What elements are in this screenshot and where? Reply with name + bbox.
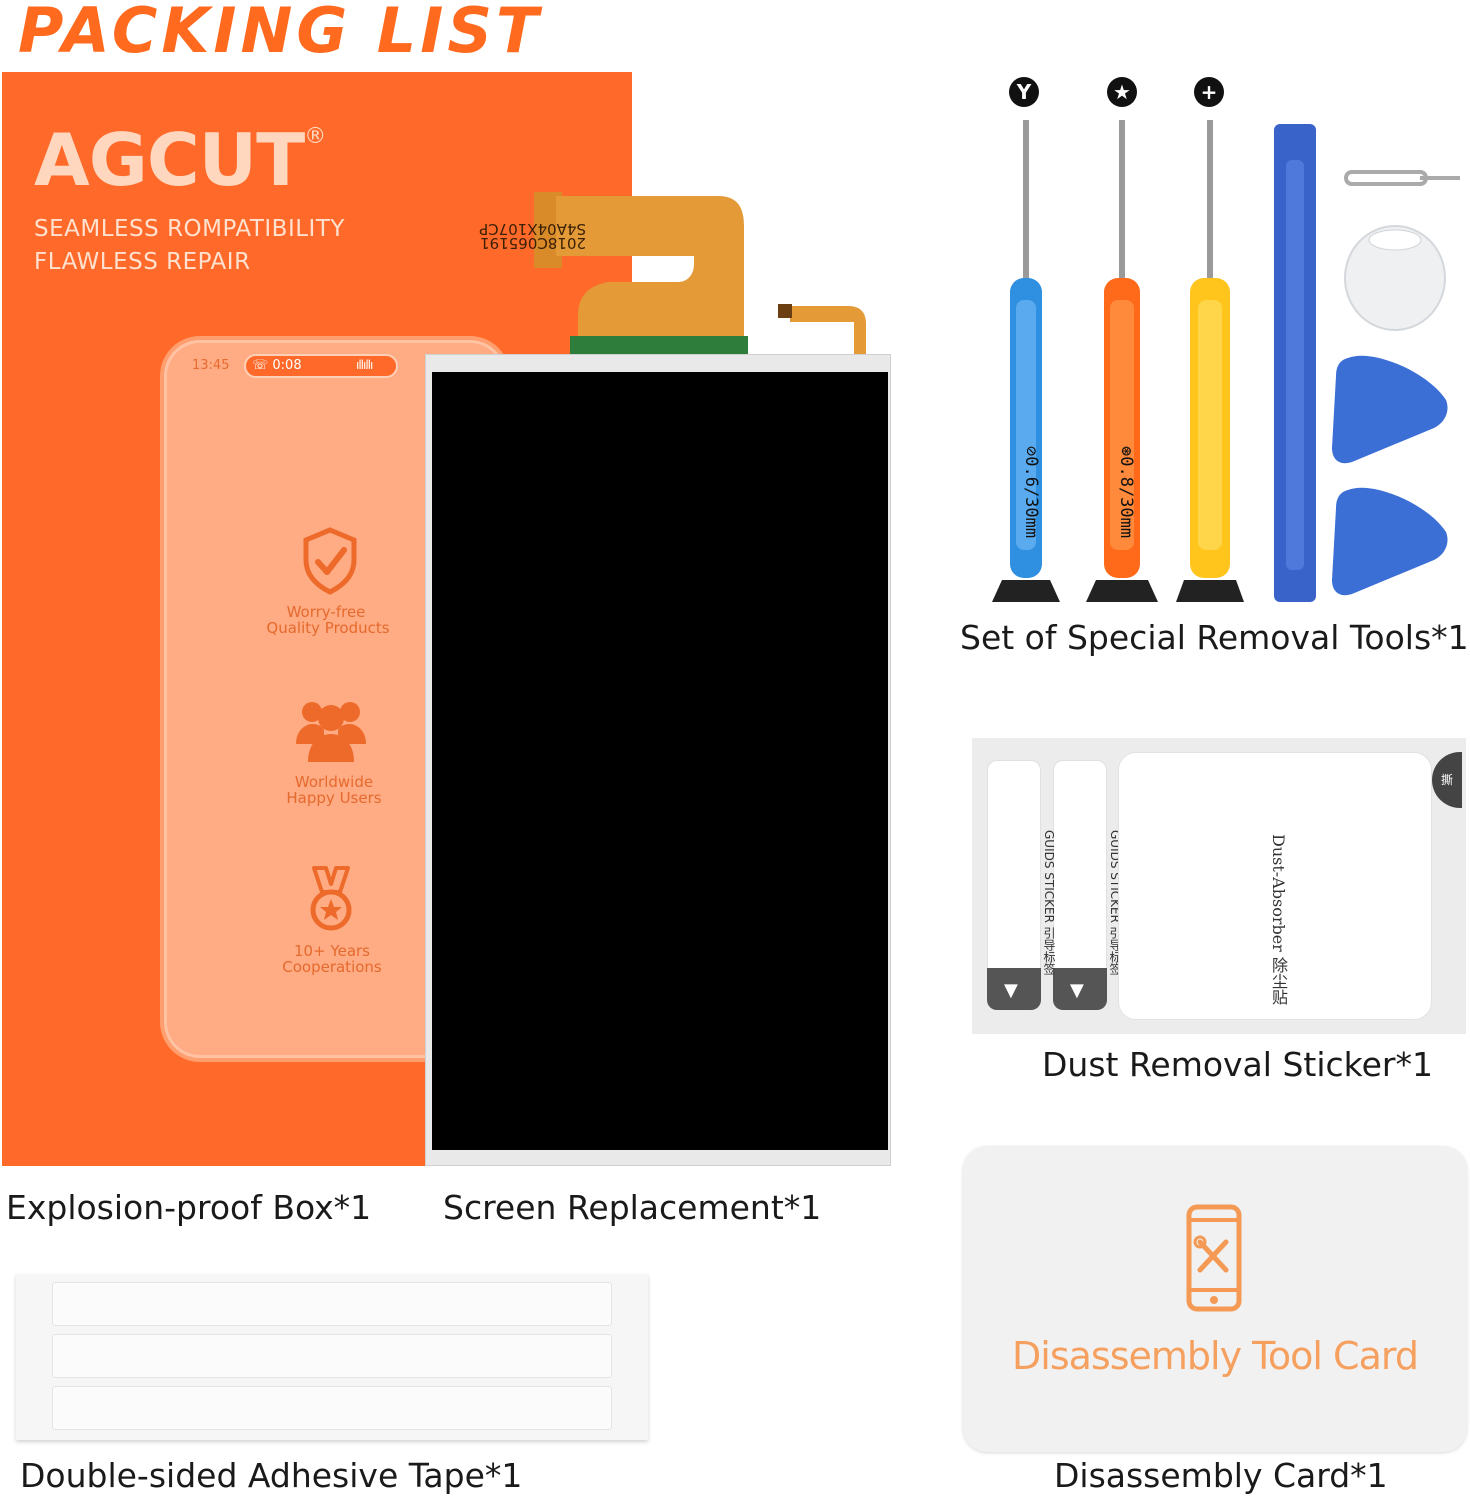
- caption-screen: Screen Replacement*1: [443, 1188, 822, 1227]
- sound-wave-icon: ıllıllı: [356, 358, 373, 372]
- lcd-panel: [432, 372, 888, 1150]
- brand-name: AGCUT: [34, 118, 305, 202]
- pry-pick-1: [1332, 355, 1448, 464]
- star-screwdriver: [1086, 120, 1158, 602]
- flex-code-1: 2018C065191: [480, 234, 586, 252]
- driver-1-size-label: ⊘0.6/30mm: [1021, 446, 1041, 539]
- registered-mark: ®: [304, 124, 326, 149]
- caption-tools: Set of Special Removal Tools*1: [960, 618, 1469, 657]
- feature-2-line2: Happy Users: [286, 789, 382, 807]
- phillips-bit-icon: +: [1194, 77, 1224, 107]
- card-title: Disassembly Tool Card: [1012, 1334, 1419, 1378]
- y-screwdriver: [992, 120, 1060, 602]
- page-title: PACKING LIST: [18, 0, 543, 67]
- box-tagline-1: SEAMLESS ROMPATIBILITY: [34, 216, 345, 242]
- dust-absorber: [1118, 752, 1432, 1020]
- shield-check-icon: [303, 527, 357, 595]
- phone-call-pill: [244, 354, 398, 378]
- medal-icon: [310, 866, 352, 931]
- flex-code-2: S4A04X107CP: [479, 220, 586, 238]
- feature-3-line2: Cooperations: [282, 958, 382, 976]
- phone-repair-icon: [1186, 1204, 1242, 1312]
- phone-call-duration: 0:08: [272, 358, 302, 373]
- guide-sticker-2-text: GUIDS STICKER 引导标签: [1108, 830, 1122, 975]
- guide-tab-2: [1053, 968, 1107, 1010]
- box-tagline-2: FLAWLESS REPAIR: [34, 249, 251, 275]
- feature-1-line2: Quality Products: [266, 619, 390, 637]
- pry-pick-2: [1332, 487, 1448, 596]
- phone-call-time: ☏ 0:08: [252, 358, 302, 373]
- tape-strip-3: [52, 1386, 612, 1430]
- guide-sticker-1-text: GUIDS STICKER 引导标签: [1042, 830, 1056, 975]
- tape-strip-1: [52, 1282, 612, 1326]
- arrow-down-icon: ▼: [1004, 980, 1018, 1001]
- sim-pin: [1344, 170, 1460, 186]
- y-bit-icon: Y: [1009, 77, 1039, 107]
- feature-1-line1: Worry-free: [286, 603, 366, 621]
- caption-tape: Double-sided Adhesive Tape*1: [20, 1456, 523, 1495]
- suction-cup: [1344, 225, 1446, 331]
- dust-absorber-text: Dust-Absorber 除尘贴: [1269, 834, 1288, 1005]
- star-bit-icon: ★: [1107, 77, 1137, 107]
- flex-cable: 2018C065191 S4A04X107CP: [479, 192, 866, 362]
- phone-time: 13:45: [192, 358, 230, 373]
- guide-tab-1: [987, 968, 1041, 1010]
- tools-set: [992, 120, 1460, 602]
- caption-card: Disassembly Card*1: [1054, 1456, 1388, 1495]
- driver-2-size-label: ⊛0.8/30mm: [1116, 446, 1136, 539]
- tape-strip-2: [52, 1334, 612, 1378]
- caption-box: Explosion-proof Box*1: [6, 1188, 372, 1227]
- phillips-screwdriver: [1176, 120, 1244, 602]
- arrow-down-icon: ▼: [1070, 980, 1084, 1001]
- users-icon: [296, 702, 366, 762]
- caption-dust: Dust Removal Sticker*1: [1042, 1045, 1433, 1084]
- feature-3-line1: 10+ Years: [294, 942, 370, 960]
- feature-2-line1: Worldwide: [294, 773, 374, 791]
- brand-logo: AGCUT®: [34, 118, 326, 202]
